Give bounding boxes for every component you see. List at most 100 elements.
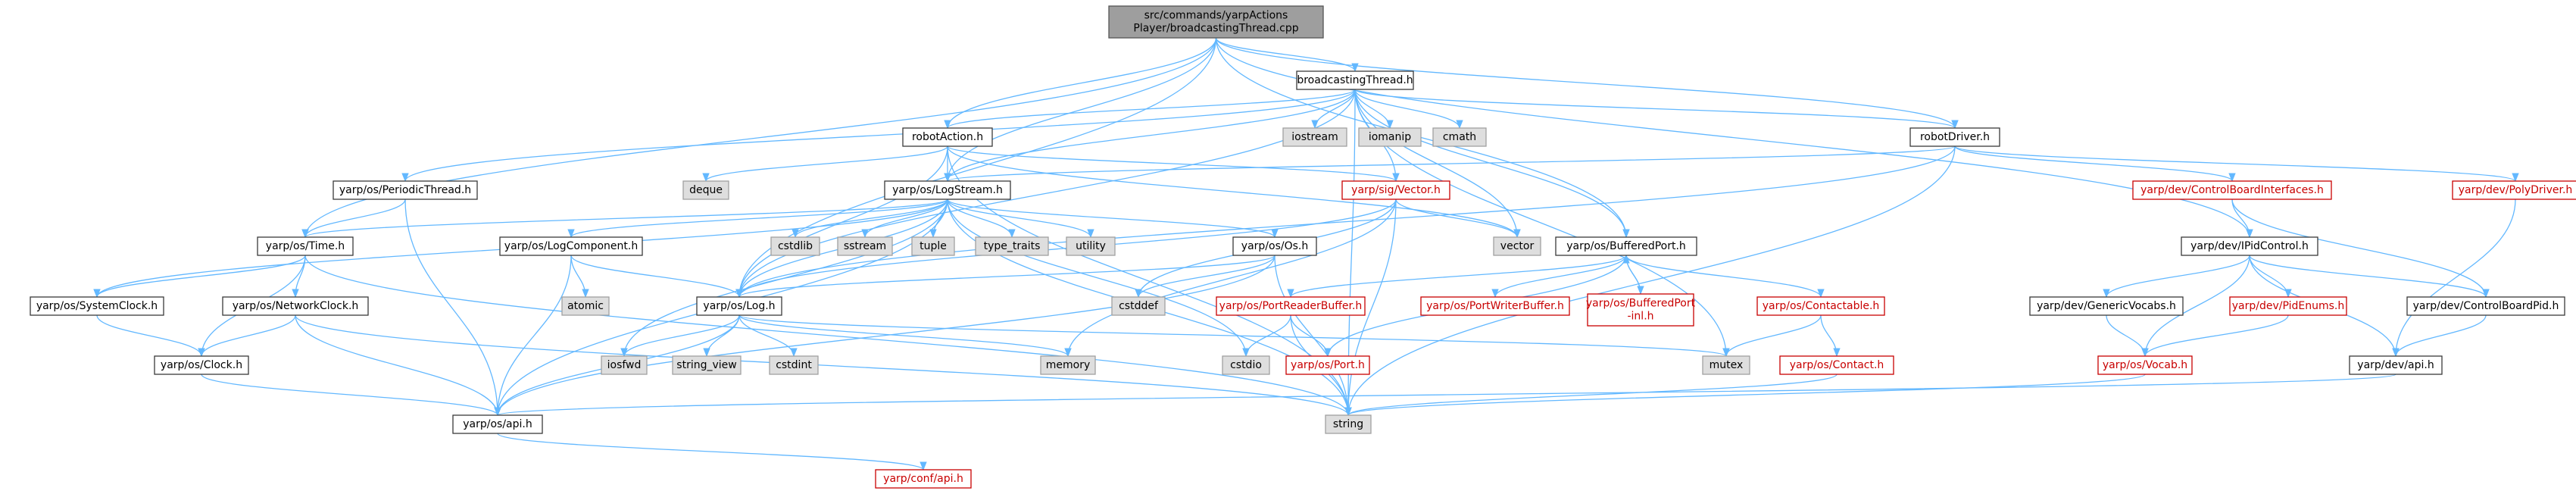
node-box-vector (1493, 236, 1541, 256)
node-label-atomic: atomic (567, 300, 604, 312)
node-box-osApi (452, 414, 543, 434)
node-cstdint: cstdint (769, 355, 819, 375)
node-box-logComponent (499, 236, 643, 256)
edge-root-to-robotDriver (1215, 37, 1959, 130)
edge-iPidControl-to-genericVocabs (2103, 255, 2250, 299)
node-portWriterBuffer[interactable]: yarp/os/PortWriterBuffer.h (1420, 296, 1570, 316)
node-vocab[interactable]: yarp/os/Vocab.h (2097, 355, 2193, 375)
node-box-log (696, 296, 782, 316)
edge-iPidControl-to-vocab (2141, 255, 2250, 358)
node-box-iomanip (1358, 127, 1422, 147)
node-broadcastingThread[interactable]: broadcastingThread.h (1296, 70, 1414, 90)
edge-contactable-to-contact (1820, 314, 1841, 358)
node-label-systemClock: yarp/os/SystemClock.h (36, 300, 158, 312)
node-box-contact (1779, 355, 1894, 375)
node-genericVocabs[interactable]: yarp/dev/GenericVocabs.h (2029, 296, 2184, 316)
node-box-mutex (1702, 355, 1750, 375)
node-bufferedPort[interactable]: yarp/os/BufferedPort.h (1555, 236, 1697, 256)
edge-devApi-to-osApi (495, 374, 2396, 417)
node-robotDriver[interactable]: robotDriver.h (1909, 127, 2000, 147)
node-box-systemClock (30, 296, 164, 316)
node-bufferedPortInl[interactable]: yarp/os/BufferedPort-inl.h (1586, 293, 1696, 327)
node-box-pidEnums (2229, 296, 2347, 316)
node-osApi[interactable]: yarp/os/api.h (452, 414, 543, 434)
edge-logStream-to-utility (947, 199, 1094, 239)
node-log[interactable]: yarp/os/Log.h (696, 296, 782, 316)
edge-pidEnums-to-vocab (2141, 314, 2289, 358)
node-label-cstddef: cstddef (1119, 300, 1159, 312)
node-box-portReaderBuffer (1216, 296, 1366, 316)
edge-robotDriver-to-logStream (945, 145, 1956, 183)
node-deque: deque (682, 180, 729, 200)
node-osOs[interactable]: yarp/os/Os.h (1232, 236, 1317, 256)
node-box-logStream (884, 180, 1011, 200)
edge-bufferedPort-to-portReaderBuffer (1287, 255, 1627, 299)
node-portReaderBuffer[interactable]: yarp/os/PortReaderBuffer.h (1216, 296, 1366, 316)
node-controlBoardPid[interactable]: yarp/dev/ControlBoardPid.h (2406, 296, 2565, 316)
node-cstdlib: cstdlib (770, 236, 820, 256)
node-port[interactable]: yarp/os/Port.h (1285, 355, 1370, 375)
edge-logStream-to-osOs (947, 199, 1279, 239)
node-networkClock[interactable]: yarp/os/NetworkClock.h (222, 296, 369, 316)
node-devApi[interactable]: yarp/dev/api.h (2349, 355, 2443, 375)
node-periodicThread[interactable]: yarp/os/PeriodicThread.h (333, 180, 478, 200)
node-memory: memory (1040, 355, 1096, 375)
edge-sigVector-to-memory (1064, 199, 1397, 358)
node-clock[interactable]: yarp/os/Clock.h (154, 355, 249, 375)
edge-logComponent-to-log (570, 255, 743, 299)
nodes-layer: src/commands/yarpActionsPlayer/broadcast… (30, 5, 2576, 489)
node-box-sigVector (1341, 180, 1450, 200)
edge-clock-to-osApi (201, 374, 501, 417)
node-label-iostream: iostream (1291, 131, 1338, 143)
node-box-genericVocabs (2029, 296, 2184, 316)
node-label-string: string (1333, 418, 1363, 430)
node-time[interactable]: yarp/os/Time.h (257, 236, 354, 256)
node-label-root: src/commands/yarpActions (1144, 10, 1288, 22)
edge-root-to-broadcastingThread (1215, 37, 1359, 73)
node-box-string (1325, 414, 1372, 434)
node-label-bufferedPortInl: -inl.h (1627, 311, 1653, 323)
node-systemClock[interactable]: yarp/os/SystemClock.h (30, 296, 164, 316)
edge-bufferedPortInl-to-bufferedPort (1622, 254, 1641, 295)
edge-networkClock-to-osApi (295, 314, 501, 417)
node-logStream[interactable]: yarp/os/LogStream.h (884, 180, 1011, 200)
node-confApi[interactable]: yarp/conf/api.h (875, 469, 972, 489)
node-robotAction[interactable]: robotAction.h (902, 127, 993, 147)
node-cbInterfaces[interactable]: yarp/dev/ControlBoardInterfaces.h (2132, 180, 2332, 200)
node-label-tuple: tuple (920, 240, 947, 252)
edge-time-to-string (304, 255, 1352, 417)
edge-log-to-cstdint (738, 314, 798, 358)
edge-time-to-systemClock (93, 255, 306, 299)
node-label-controlBoardPid: yarp/dev/ControlBoardPid.h (2413, 300, 2559, 312)
node-polyDriver[interactable]: yarp/dev/PolyDriver.h (2452, 180, 2576, 200)
node-logComponent[interactable]: yarp/os/LogComponent.h (499, 236, 643, 256)
edge-sigVector-to-string (1344, 199, 1397, 417)
edge-robotAction-to-log (735, 145, 948, 299)
edge-periodicThread-to-time (301, 199, 406, 239)
edge-broadcastingThread-to-logStream (944, 89, 1356, 183)
edge-broadcastingThread-to-vector (1354, 89, 1521, 239)
edge-vocab-to-string (1344, 374, 2146, 417)
edge-root-to-time (301, 37, 1217, 239)
node-box-confApi (875, 469, 972, 489)
node-box-vocab (2097, 355, 2193, 375)
node-sigVector[interactable]: yarp/sig/Vector.h (1341, 180, 1450, 200)
node-iPidControl[interactable]: yarp/dev/IPidControl.h (2181, 236, 2318, 256)
node-root[interactable]: src/commands/yarpActionsPlayer/broadcast… (1108, 5, 1324, 39)
edge-osOs-to-cstddef (1135, 255, 1276, 299)
node-label-iomanip: iomanip (1369, 131, 1411, 143)
node-box-iPidControl (2181, 236, 2318, 256)
node-contact[interactable]: yarp/os/Contact.h (1779, 355, 1894, 375)
node-label-genericVocabs: yarp/dev/GenericVocabs.h (2037, 300, 2176, 312)
edge-robotAction-to-vector (947, 145, 1521, 239)
node-contactable[interactable]: yarp/os/Contactable.h (1756, 296, 1885, 316)
node-label-pidEnums: yarp/dev/PidEnums.h (2232, 300, 2344, 312)
node-pidEnums[interactable]: yarp/dev/PidEnums.h (2229, 296, 2347, 316)
node-box-deque (682, 180, 729, 200)
edge-systemClock-to-clock (96, 314, 205, 358)
edge-iPidControl-to-controlBoardPid (2249, 255, 2490, 299)
node-box-osOs (1232, 236, 1317, 256)
node-string: string (1325, 414, 1372, 434)
node-label-vocab: yarp/os/Vocab.h (2103, 359, 2187, 371)
